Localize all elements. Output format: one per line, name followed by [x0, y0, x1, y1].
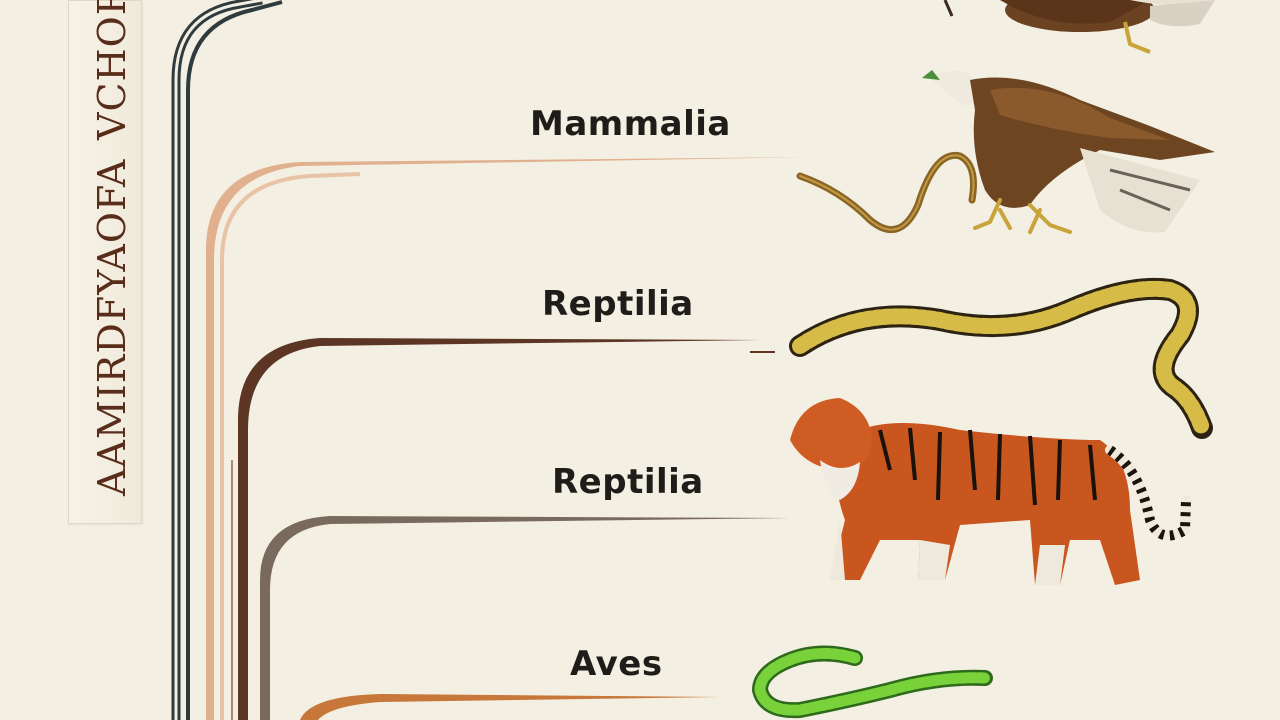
branch-aves: [300, 694, 720, 720]
tiger-illustration: [790, 398, 1191, 585]
green-snake-illustration: [751, 645, 993, 719]
branch-reptilia-2: [260, 516, 790, 720]
side-plaque: [68, 0, 142, 524]
yellow-snake-illustration: [789, 277, 1213, 439]
clade-label-reptilia-2: Reptilia: [552, 462, 704, 502]
clade-label-mammalia: Mammalia: [530, 104, 731, 144]
branch-reptilia-1: [231, 338, 775, 720]
brown-snake-illustration: [796, 151, 977, 233]
clade-label-aves: Aves: [570, 644, 663, 684]
branch-mammalia: [206, 157, 810, 720]
eagle-top-illustration: [943, 0, 1215, 54]
eagle-illustration: [922, 70, 1215, 234]
main-trunk: [171, 0, 283, 720]
clade-label-reptilia-1: Reptilia: [542, 284, 694, 324]
